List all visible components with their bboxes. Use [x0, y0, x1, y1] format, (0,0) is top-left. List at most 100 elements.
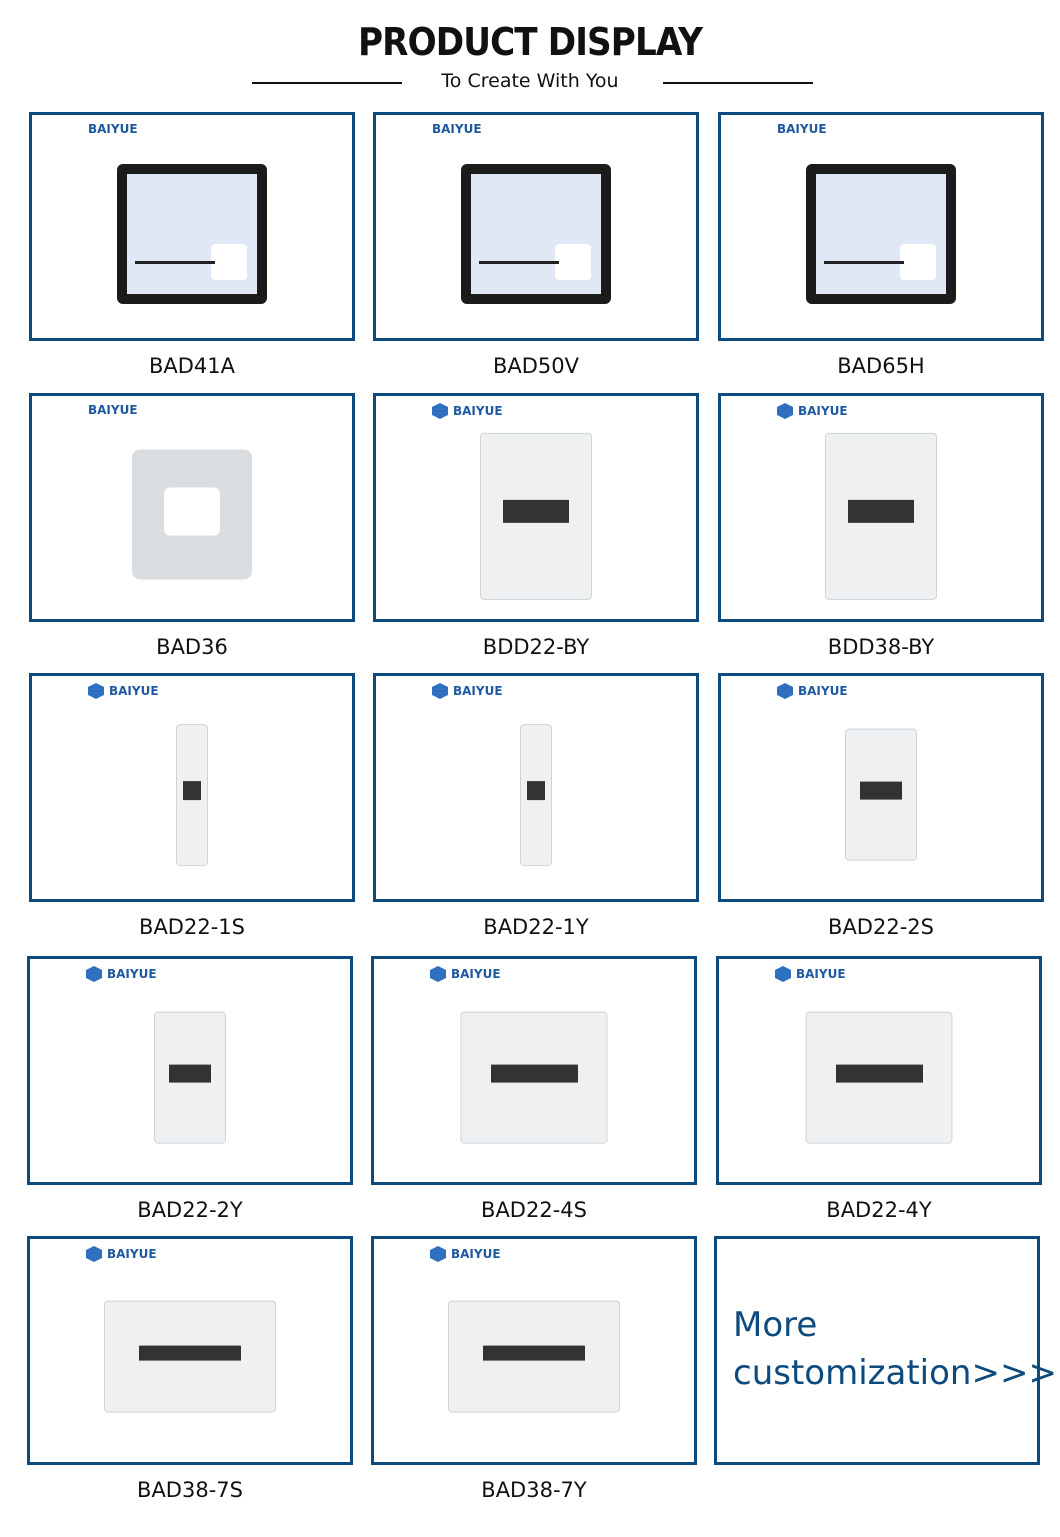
product-card[interactable]: BAIYUE	[371, 1236, 697, 1465]
brand-logo: BAIYUE	[777, 683, 848, 699]
product-card[interactable]: BAIYUE	[718, 673, 1044, 902]
product-name: BAD65H	[837, 354, 925, 378]
current-transformer-image	[132, 449, 252, 579]
more-customization-link[interactable]: More customization>>>	[714, 1236, 1057, 1465]
brand-logo-icon	[432, 403, 448, 419]
page-title: PRODUCT DISPLAY	[357, 20, 703, 64]
product-card[interactable]: BAIYUE	[27, 1236, 353, 1465]
brand-logo: BAIYUE	[430, 966, 501, 982]
meter-lcd	[139, 1345, 241, 1361]
product-card[interactable]: BAIYUE	[373, 112, 699, 341]
brand-logo-icon	[430, 1246, 446, 1262]
product-card[interactable]: BAIYUE	[373, 673, 699, 902]
meter-lcd	[183, 780, 201, 801]
brand-logo-text: BAIYUE	[777, 122, 827, 136]
energy-meter-image	[520, 723, 552, 866]
brand-logo: BAIYUE	[430, 1246, 501, 1262]
product-name: BAD22-4Y	[826, 1198, 932, 1222]
brand-logo-text: BAIYUE	[451, 1247, 501, 1261]
brand-logo-text: BAIYUE	[109, 684, 159, 698]
product-name: BAD22-4S	[481, 1198, 587, 1222]
brand-logo-text: BAIYUE	[88, 403, 138, 417]
brand-logo: BAIYUE	[777, 403, 848, 419]
meter-dial	[471, 173, 601, 294]
energy-meter-image	[104, 1300, 276, 1413]
product-name: BAD38-7Y	[481, 1478, 587, 1502]
energy-meter-image	[176, 723, 208, 866]
divider-right	[663, 82, 813, 84]
energy-meter-image	[480, 432, 592, 600]
energy-meter-image	[825, 432, 937, 600]
energy-meter-image	[154, 1011, 226, 1144]
product-name: BAD36	[156, 635, 228, 659]
page-subtitle: To Create With You	[441, 70, 619, 92]
brand-logo-text: BAIYUE	[453, 404, 503, 418]
brand-logo: BAIYUE	[432, 122, 482, 136]
brand-logo-text: BAIYUE	[796, 967, 846, 981]
brand-logo-text: BAIYUE	[88, 122, 138, 136]
brand-logo-text: BAIYUE	[432, 122, 482, 136]
product-card[interactable]: BAIYUE	[29, 393, 355, 622]
product-card[interactable]: BAIYUE	[373, 393, 699, 622]
meter-dial	[127, 173, 257, 294]
brand-logo-icon	[777, 683, 793, 699]
more-line2: customization>>>	[733, 1353, 1057, 1393]
brand-logo-text: BAIYUE	[107, 967, 157, 981]
brand-logo: BAIYUE	[775, 966, 846, 982]
product-name: BAD38-7S	[137, 1478, 243, 1502]
panel-meter-image	[117, 163, 267, 304]
brand-logo-icon	[88, 683, 104, 699]
more-line1: More	[733, 1305, 818, 1345]
energy-meter-image	[845, 728, 917, 861]
energy-meter-image	[805, 1011, 953, 1144]
brand-logo-text: BAIYUE	[798, 404, 848, 418]
brand-logo: BAIYUE	[86, 966, 157, 982]
product-name: BAD22-1Y	[483, 915, 589, 939]
more-customization-text: More customization>>>	[733, 1301, 1057, 1397]
brand-logo-icon	[86, 1246, 102, 1262]
product-name: BAD41A	[148, 354, 236, 378]
energy-meter-image	[460, 1011, 608, 1144]
product-card[interactable]: BAIYUE	[29, 112, 355, 341]
brand-logo-text: BAIYUE	[453, 684, 503, 698]
product-name: BAD22-2Y	[137, 1198, 243, 1222]
meter-lcd	[490, 1064, 578, 1083]
brand-logo-icon	[775, 966, 791, 982]
divider-left	[252, 82, 402, 84]
product-card[interactable]: BAIYUE	[716, 956, 1042, 1185]
product-card[interactable]: BAIYUE	[371, 956, 697, 1185]
panel-meter-image	[461, 163, 611, 304]
product-name: BAD50V	[492, 354, 580, 378]
meter-lcd	[503, 499, 569, 523]
brand-logo-text: BAIYUE	[451, 967, 501, 981]
brand-logo: BAIYUE	[432, 403, 503, 419]
meter-lcd	[835, 1064, 923, 1083]
meter-lcd	[169, 1064, 211, 1083]
meter-lcd	[483, 1345, 585, 1361]
brand-logo: BAIYUE	[86, 1246, 157, 1262]
product-card[interactable]: BAIYUE	[27, 956, 353, 1185]
panel-meter-image	[806, 163, 956, 304]
meter-lcd	[848, 499, 914, 523]
product-name: BAD22-1S	[139, 915, 245, 939]
brand-logo-text: BAIYUE	[798, 684, 848, 698]
product-card[interactable]: BAIYUE	[29, 673, 355, 902]
energy-meter-image	[448, 1300, 620, 1413]
meter-lcd	[527, 780, 545, 801]
brand-logo: BAIYUE	[88, 122, 138, 136]
brand-logo-icon	[777, 403, 793, 419]
meter-dial	[816, 173, 946, 294]
product-name: BAD22-2S	[828, 915, 934, 939]
brand-logo: BAIYUE	[432, 683, 503, 699]
brand-logo-icon	[430, 966, 446, 982]
brand-logo: BAIYUE	[88, 683, 159, 699]
brand-logo: BAIYUE	[777, 122, 827, 136]
product-card[interactable]: BAIYUE	[718, 112, 1044, 341]
meter-lcd	[860, 781, 902, 800]
brand-logo-icon	[86, 966, 102, 982]
product-name: BDD22-BY	[482, 635, 590, 659]
brand-logo-text: BAIYUE	[107, 1247, 157, 1261]
product-card[interactable]: BAIYUE	[718, 393, 1044, 622]
product-name: BDD38-BY	[827, 635, 935, 659]
